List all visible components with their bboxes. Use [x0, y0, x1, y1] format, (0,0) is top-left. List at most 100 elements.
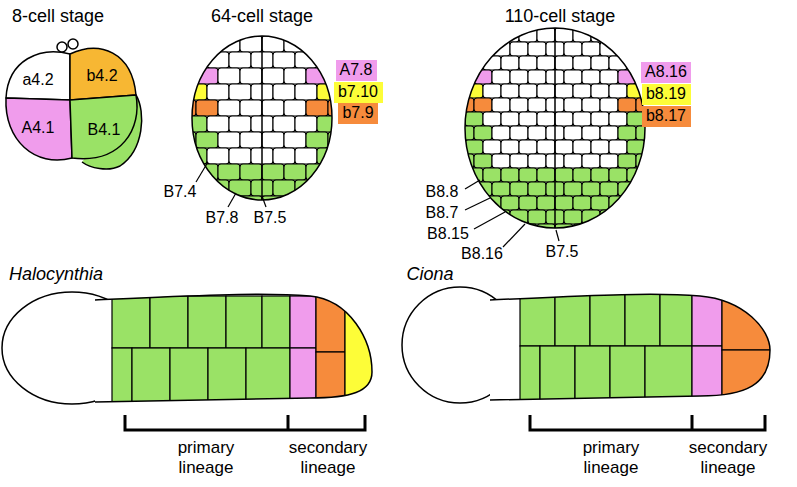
cell [456, 98, 474, 112]
cell [591, 168, 609, 182]
cell [627, 224, 645, 238]
cell [663, 196, 681, 210]
cell-tag: b7.10 [334, 82, 383, 103]
cell [483, 84, 501, 98]
muscle-cell [132, 348, 170, 404]
muscle-cell [316, 296, 345, 352]
cell [618, 70, 636, 84]
cell [609, 140, 627, 154]
cell-name: B7.8 [206, 209, 239, 227]
tail-muscle-cells [112, 296, 377, 404]
embryo-outline [465, 28, 645, 228]
cell [447, 28, 465, 42]
cell [645, 140, 663, 154]
cell [501, 56, 519, 70]
cell [618, 154, 636, 168]
cell: B4.1 [84, 120, 125, 141]
cell [295, 148, 317, 164]
leader-line [556, 230, 559, 241]
cell: b4.2 [82, 66, 122, 87]
cell [519, 196, 537, 210]
muscle-cell [610, 346, 645, 402]
tail-muscle-cells [520, 292, 774, 402]
cell [618, 98, 636, 112]
embryo-outline [192, 36, 332, 200]
cell [627, 28, 645, 42]
cell [600, 182, 618, 196]
muscle-cell [290, 348, 316, 404]
cell [582, 126, 600, 140]
cell [609, 28, 627, 42]
cell [537, 196, 555, 210]
cell [465, 112, 483, 126]
cell-name: a4.2 [22, 71, 53, 89]
bracket [530, 415, 765, 430]
cell [152, 100, 174, 116]
cell-name: b8.19 [646, 85, 686, 103]
cell [501, 84, 519, 98]
muscle-cell [246, 348, 290, 404]
cell: a4.2 [18, 70, 58, 91]
cell [591, 112, 609, 126]
leader-line [465, 198, 490, 210]
cell-name: A7.8 [340, 61, 373, 79]
species-name: Ciona [406, 264, 453, 285]
cell [284, 164, 306, 180]
cell [141, 52, 163, 68]
cell-name: B7.5 [254, 209, 287, 227]
larva-tail-outline [490, 294, 770, 400]
cell [618, 42, 636, 56]
cell [438, 42, 456, 56]
muscle-cell [226, 296, 262, 348]
cell [645, 168, 663, 182]
cell [501, 196, 519, 210]
cell [555, 112, 573, 126]
cell [501, 28, 519, 42]
cell [537, 84, 555, 98]
cell [645, 224, 663, 238]
cell [70, 95, 137, 159]
cell [555, 168, 573, 182]
cell [519, 112, 537, 126]
cell [528, 210, 546, 224]
cell [295, 84, 317, 100]
polar-body [68, 39, 78, 49]
cell [456, 70, 474, 84]
muscle-cell [170, 348, 208, 404]
cell [582, 98, 600, 112]
cell [510, 154, 528, 168]
cell [328, 36, 350, 52]
cell [6, 52, 70, 100]
cell [582, 42, 600, 56]
cell [483, 28, 501, 42]
cell [350, 132, 372, 148]
cell [528, 126, 546, 140]
cell [447, 56, 465, 70]
cell [519, 168, 537, 182]
cell [185, 116, 207, 132]
cell-tag: b8.19 [642, 84, 691, 105]
cell [306, 132, 328, 148]
cell-name: B8.15 [427, 225, 469, 243]
cell [528, 98, 546, 112]
cell [654, 154, 672, 168]
cell [152, 68, 174, 84]
cell [295, 116, 317, 132]
cell [528, 42, 546, 56]
cell [591, 28, 609, 42]
cell [636, 210, 654, 224]
cell-name: b7.10 [338, 83, 378, 101]
cell [306, 100, 328, 116]
cell [582, 154, 600, 168]
cell [564, 42, 582, 56]
cell [663, 28, 681, 42]
cell [519, 84, 537, 98]
cell [492, 70, 510, 84]
polar-body [57, 42, 67, 52]
cell [306, 196, 328, 212]
muscle-cell [112, 348, 132, 404]
cell [609, 168, 627, 182]
cell [174, 36, 196, 52]
cell [510, 98, 528, 112]
bracket-label: secondary lineage [289, 438, 367, 478]
